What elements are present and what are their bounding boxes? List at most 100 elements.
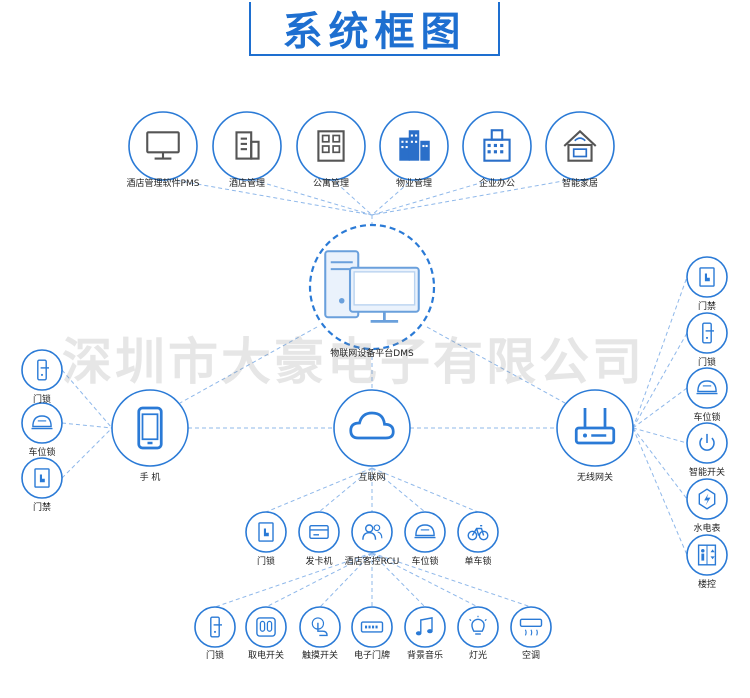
gateway-device-node[interactable] [686,478,728,520]
connector-line [371,467,479,513]
phone-device-node[interactable] [21,349,63,391]
connector-line [371,177,498,216]
cloud-node-circle [333,389,411,467]
rcu-device-node[interactable] [245,606,287,648]
top-app-node-circle [212,111,282,181]
connector-line [632,427,688,556]
cloud-device-node-circle [404,511,446,553]
connector-line [371,177,581,216]
phone-device-node[interactable] [21,402,63,444]
gateway-device-node[interactable] [686,312,728,354]
top-app-node[interactable] [462,111,532,181]
top-app-node[interactable] [296,111,366,181]
cloud-label: 互联网 [358,473,386,483]
rcu-device-label: 取电开关 [247,651,285,661]
rcu-device-node-circle [457,606,499,648]
rcu-device-label: 灯光 [468,651,488,661]
gateway-device-node[interactable] [686,367,728,409]
connector-line [330,177,373,216]
connector-line [371,467,426,513]
rcu-device-label: 触摸开关 [301,651,339,661]
cloud-device-node[interactable] [404,511,446,553]
gateway-device-node[interactable] [686,256,728,298]
title-box: 系统框图 [249,2,500,56]
rcu-device-node[interactable] [457,606,499,648]
rcu-device-label: 空调 [521,651,541,661]
gateway-node[interactable] [556,389,634,467]
top-app-node[interactable] [379,111,449,181]
gateway-device-label: 楼控 [697,580,717,590]
phone-device-label: 门锁 [32,395,52,405]
cloud-device-node[interactable] [351,511,393,553]
top-app-node[interactable] [545,111,615,181]
connector-line [318,467,373,513]
rcu-device-label: 电子门牌 [353,651,391,661]
phone-node[interactable] [111,389,189,467]
gateway-device-node[interactable] [686,534,728,576]
top-app-label: 酒店管理软件PMS [126,179,200,189]
connector-line [61,422,113,429]
phone-device-label: 门禁 [32,503,52,513]
connector-line [265,467,373,513]
top-app-node[interactable] [128,111,198,181]
phone-label: 手 机 [139,473,161,483]
platform-node[interactable] [308,223,436,351]
connector-line [179,326,318,404]
gateway-device-label: 水电表 [693,524,721,534]
connector-line [371,177,415,216]
connector-line [632,332,688,429]
rcu-device-node-circle [245,606,287,648]
gateway-device-label: 智能开关 [688,468,726,478]
rcu-device-node[interactable] [351,606,393,648]
connector-line [265,552,373,608]
phone-device-node-circle [21,349,63,391]
rcu-device-node-circle [194,606,236,648]
gateway-device-node-circle [686,312,728,354]
top-app-label: 物业管理 [395,179,433,189]
rcu-device-node-circle [404,606,446,648]
top-app-node[interactable] [212,111,282,181]
platform-label: 物联网设备平台DMS [330,349,414,359]
phone-device-node[interactable] [21,457,63,499]
gateway-device-label: 车位锁 [693,413,721,423]
connector-line [632,387,688,429]
page-title: 系统框图 [282,9,467,55]
rcu-device-node[interactable] [299,606,341,648]
gateway-device-label: 门禁 [697,302,717,312]
cloud-device-node[interactable] [245,511,287,553]
top-app-node-circle [128,111,198,181]
phone-node-circle [111,389,189,467]
rcu-device-node[interactable] [194,606,236,648]
connector-line [162,177,373,216]
cloud-device-label: 单车锁 [464,557,492,567]
cloud-device-node[interactable] [298,511,340,553]
rcu-device-label: 背景音乐 [406,651,444,661]
connector-line [246,177,373,216]
gateway-device-node[interactable] [686,422,728,464]
cloud-device-node-circle [298,511,340,553]
top-app-label: 企业办公 [478,179,516,189]
rcu-device-label: 门锁 [205,651,225,661]
connector-line [426,326,566,404]
phone-device-node-circle [21,402,63,444]
top-app-label: 公寓管理 [312,179,350,189]
gateway-device-label: 门锁 [697,358,717,368]
cloud-device-label: 酒店客控RCU [344,557,400,567]
cloud-device-label: 门锁 [256,557,276,567]
phone-device-label: 车位锁 [28,448,56,458]
cloud-device-node-circle [351,511,393,553]
connector-line [632,276,688,429]
rcu-device-node[interactable] [510,606,552,648]
connector-line [371,552,479,608]
cloud-device-label: 发卡机 [305,557,333,567]
connector-line [371,552,426,608]
connector-line [61,369,113,429]
rcu-device-node-circle [299,606,341,648]
connector-line [632,427,688,444]
cloud-device-node[interactable] [457,511,499,553]
top-app-node-circle [296,111,366,181]
connector-line [61,427,113,479]
rcu-device-node[interactable] [404,606,446,648]
cloud-node[interactable] [333,389,411,467]
